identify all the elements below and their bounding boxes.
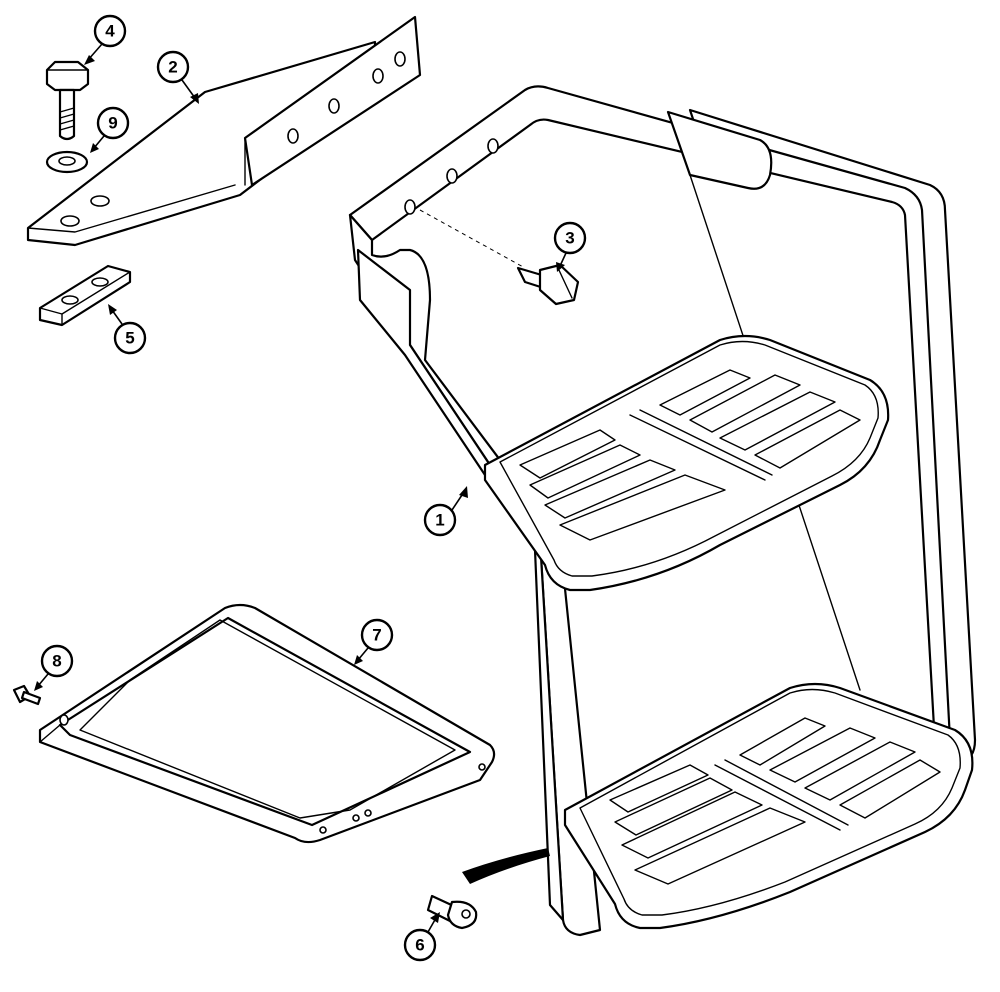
backing-plate-part [38,264,132,327]
callout-1: 1 [423,486,468,537]
upper-step-tread [483,334,890,592]
callout-8: 8 [34,644,74,691]
callout-5: 5 [108,304,147,355]
callout-6-label: 6 [415,936,424,955]
mounting-plate-part [26,15,422,247]
callout-9: 9 [90,106,130,153]
callout-2: 2 [156,50,199,104]
callout-7-label: 7 [372,626,381,645]
callout-3: 3 [553,221,587,272]
callout-5-label: 5 [125,329,134,348]
callout-2-label: 2 [168,58,177,77]
washer-part [45,150,89,174]
cover-panel-part [38,603,496,844]
socket-screw-part [426,894,478,930]
callout-4: 4 [84,14,127,65]
step-ladder-part [348,85,977,937]
callout-7: 7 [354,618,394,665]
lower-step-tread [563,682,974,930]
flange-bolt-part [419,209,580,306]
callout-8-label: 8 [52,652,61,671]
callout-4-label: 4 [105,22,115,41]
hex-bolt-part [45,60,90,141]
callout-9-label: 9 [108,114,117,133]
small-screw-part [12,684,42,706]
callout-3-label: 3 [565,229,574,248]
callout-1-label: 1 [435,511,444,530]
callout-6: 6 [403,912,440,962]
direction-arrow [462,848,550,884]
